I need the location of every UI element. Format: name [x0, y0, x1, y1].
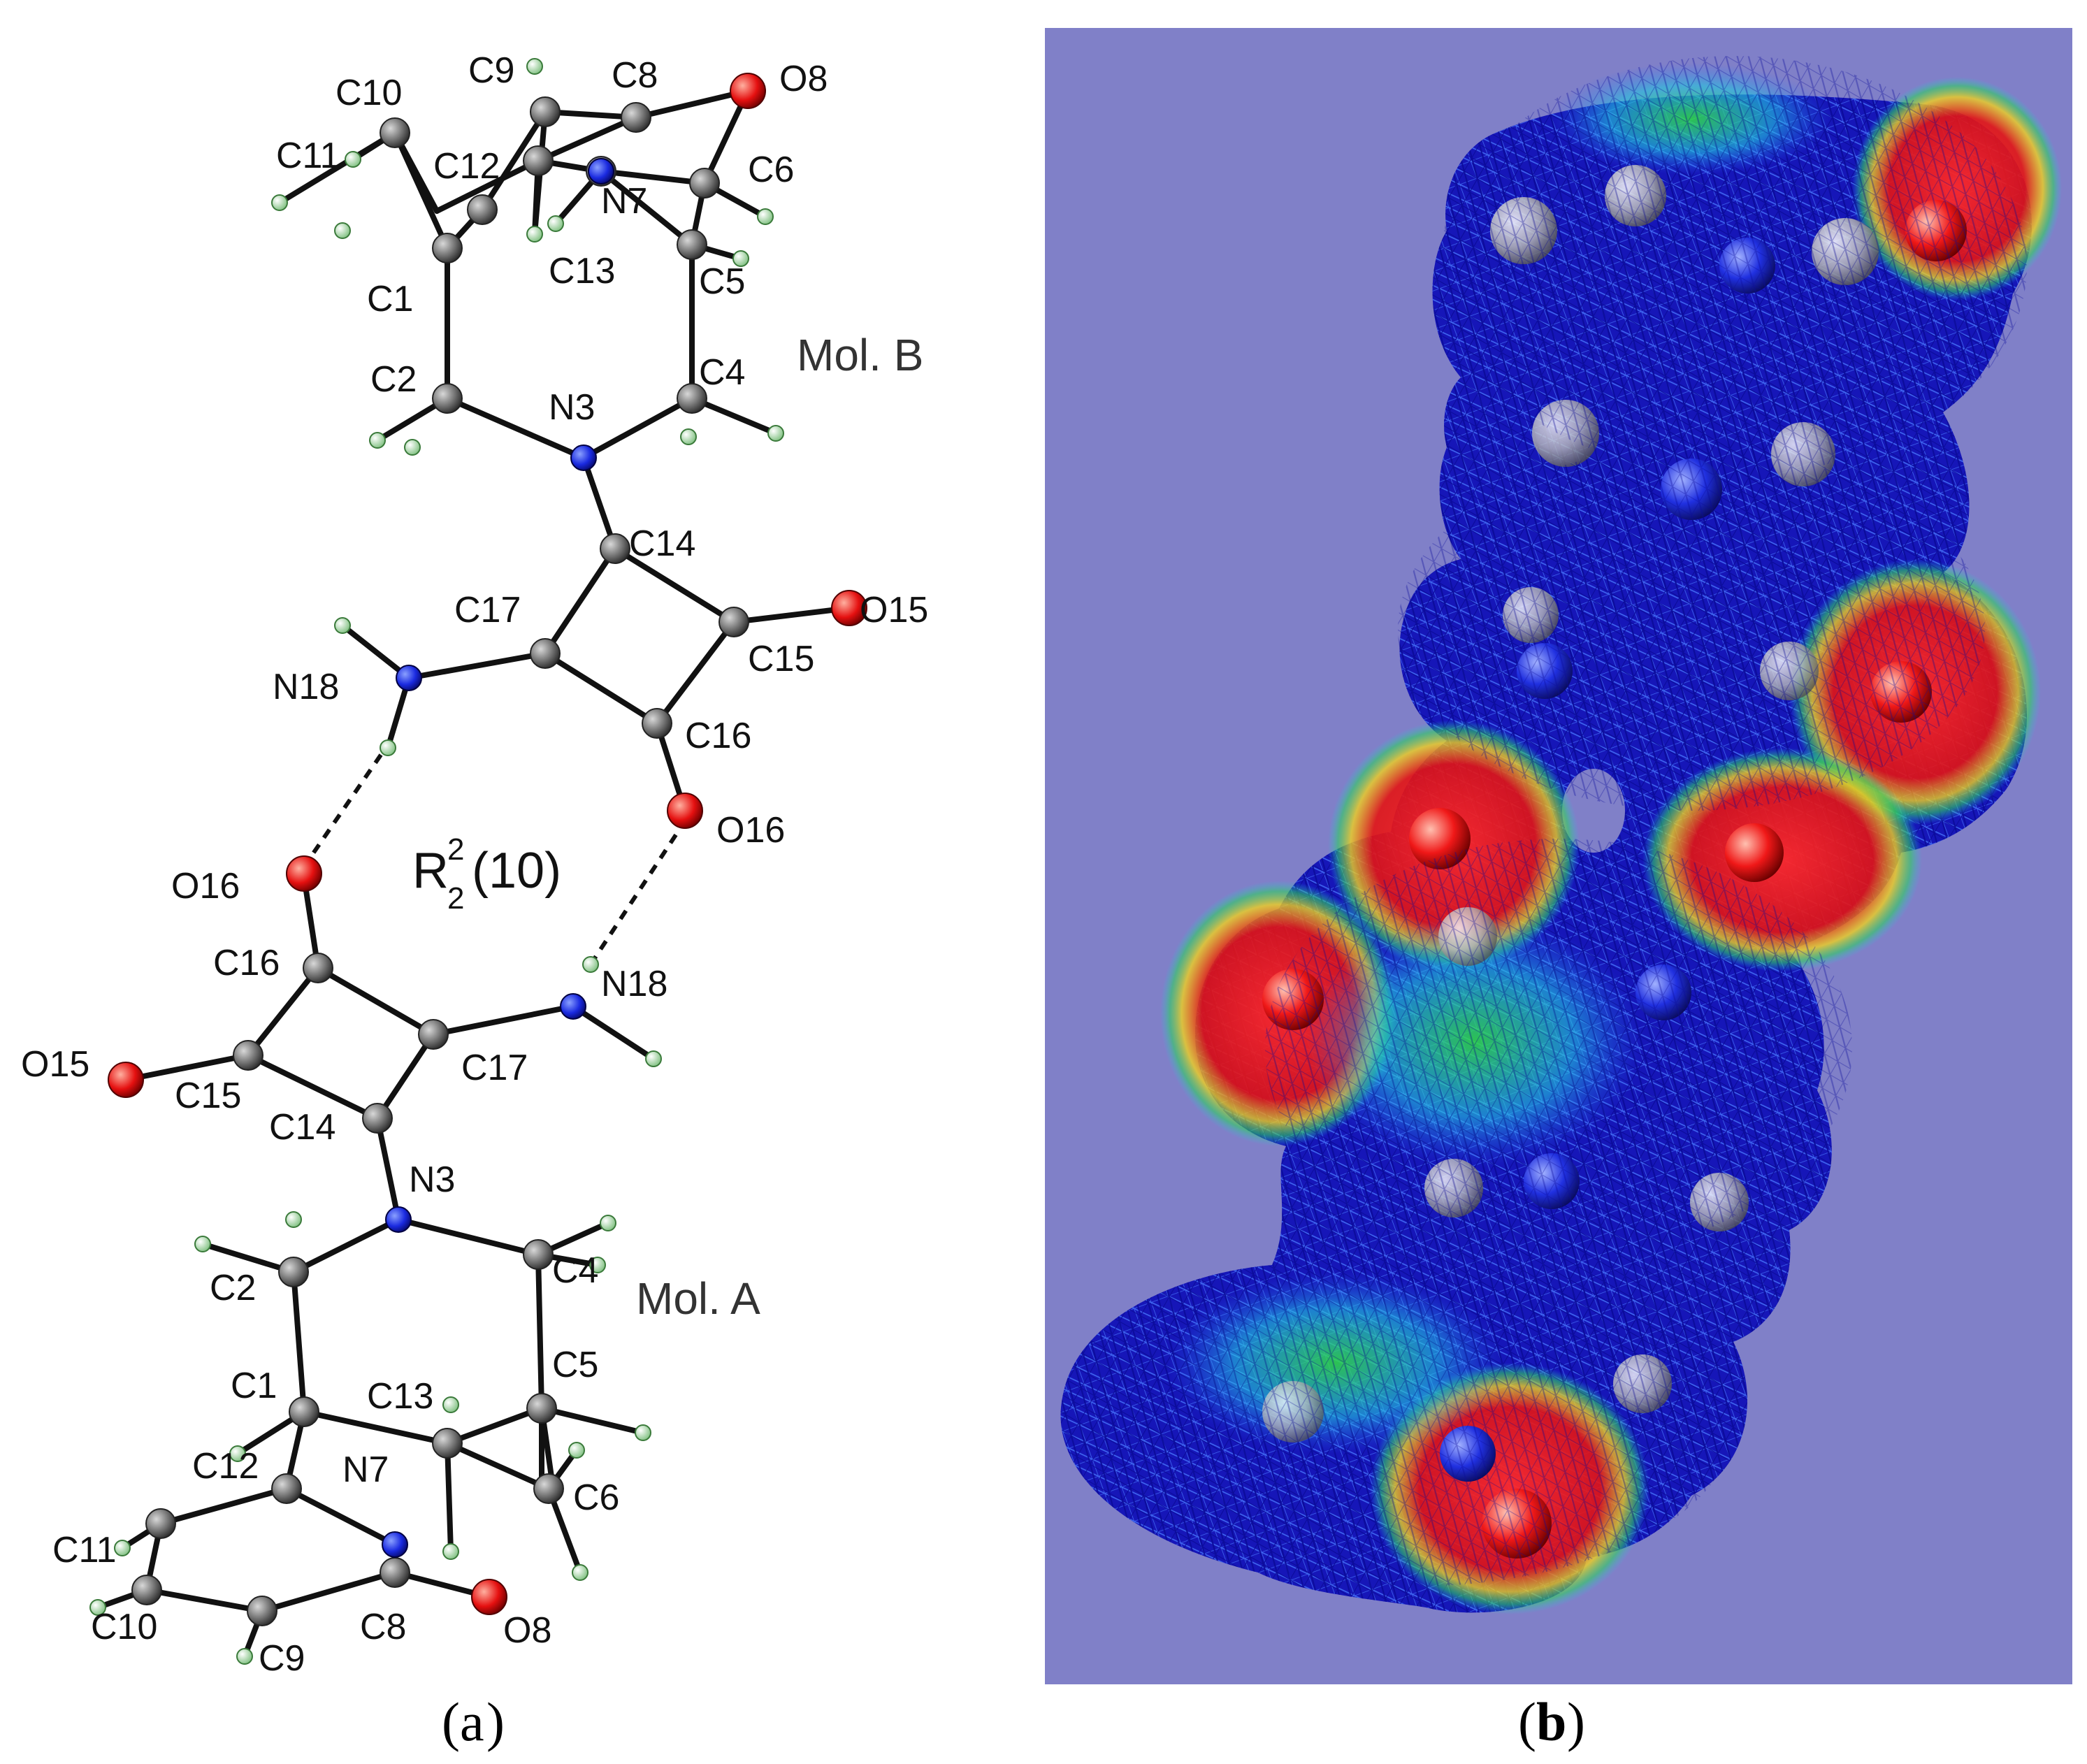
svg-text:): ) [1567, 1691, 1585, 1752]
svg-text:(: ( [1518, 1691, 1536, 1752]
label-b-c4: C4 [699, 352, 745, 393]
caption-b: ( b ) [1518, 1691, 1585, 1752]
panel-b-esp-surface [1045, 28, 2072, 1684]
svg-text:): ) [486, 1691, 505, 1752]
label-a-n7: N7 [342, 1449, 389, 1490]
label-b-c10: C10 [335, 73, 402, 113]
label-a-c13: C13 [367, 1376, 433, 1417]
nitrogen-atoms [382, 158, 614, 1558]
label-b-c13: C13 [549, 251, 615, 291]
ring-motif-superscript: 2 [447, 832, 464, 867]
label-b-n18: N18 [273, 667, 339, 707]
label-a-n18: N18 [601, 964, 667, 1004]
ring-motif-label: R 2 2 (10) [412, 832, 561, 916]
caption-a: ( a ) [442, 1691, 505, 1752]
label-a-c15: C15 [175, 1076, 241, 1116]
label-b-n3: N3 [549, 387, 595, 428]
mol-b-label: Mol. B [797, 330, 923, 380]
label-a-c6: C6 [573, 1477, 619, 1518]
label-a-c1: C1 [231, 1366, 277, 1406]
label-b-c1: C1 [367, 279, 413, 319]
hbond-left [302, 753, 383, 868]
carbon-atoms [131, 96, 749, 1626]
oxygen-atoms [108, 73, 867, 1615]
label-b-c11: C11 [276, 136, 340, 176]
mol-a-label: Mol. A [636, 1273, 760, 1324]
label-a-c12: C12 [192, 1446, 259, 1487]
label-b-c2: C2 [370, 359, 417, 400]
label-b-c8: C8 [612, 55, 658, 96]
label-a-n3: N3 [409, 1159, 455, 1200]
mol-b-bonds [277, 88, 852, 814]
label-b-c5: C5 [699, 261, 745, 302]
label-a-c2: C2 [210, 1268, 256, 1308]
esp-mesh-overlay [1090, 56, 2027, 1586]
label-b-n7: N7 [601, 181, 647, 222]
svg-text:(: ( [442, 1691, 460, 1752]
label-b-c9: C9 [468, 50, 514, 91]
mol-b-labels: C10 C9 C8 O8 C11 C12 C6 N7 C13 C5 C1 C2 … [273, 50, 928, 851]
ring-motif-base: R [412, 843, 449, 899]
label-a-c4: C4 [552, 1250, 598, 1291]
label-b-c12: C12 [433, 146, 500, 187]
label-b-c6: C6 [748, 150, 794, 190]
label-a-c16: C16 [213, 943, 280, 983]
hydrogen-atoms [89, 58, 784, 1665]
label-b-o15: O15 [860, 590, 928, 630]
label-a-c14: C14 [269, 1107, 335, 1148]
label-a-c9: C9 [259, 1638, 305, 1679]
ring-motif-subscript: 2 [447, 881, 464, 916]
label-b-c14: C14 [629, 523, 695, 564]
label-a-c11: C11 [52, 1530, 117, 1570]
label-b-c16: C16 [685, 716, 751, 756]
label-b-c17: C17 [454, 590, 521, 630]
hbond-right [588, 830, 680, 966]
label-a-c8: C8 [360, 1607, 406, 1647]
label-b-o8: O8 [779, 59, 828, 99]
label-b-o16: O16 [716, 810, 785, 851]
label-a-c10: C10 [91, 1607, 157, 1647]
label-a-o15: O15 [21, 1044, 89, 1085]
label-a-c5: C5 [552, 1345, 598, 1385]
mol-a-labels: O16 C16 N18 O15 C17 C15 C14 N3 C4 C2 Mol… [21, 866, 760, 1679]
panel-a-crystal-structure: C10 C9 C8 O8 C11 C12 C6 N7 C13 C5 C1 C2 … [21, 50, 928, 1679]
label-a-o8: O8 [503, 1610, 551, 1651]
label-a-o16: O16 [171, 866, 240, 906]
label-a-c17: C17 [461, 1048, 528, 1088]
caption-a-letter: a [460, 1691, 484, 1752]
ring-motif-suffix: (10) [472, 843, 561, 899]
label-b-c15: C15 [748, 639, 814, 679]
caption-b-letter: b [1536, 1691, 1566, 1752]
